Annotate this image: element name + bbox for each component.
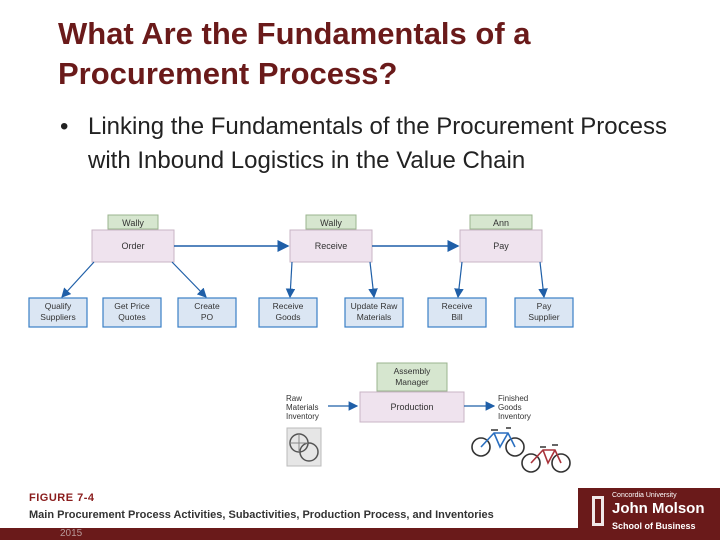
logo-school-subtitle: School of Business	[612, 521, 696, 531]
svg-text:Manager: Manager	[395, 377, 429, 387]
figure-label: FIGURE 7-4	[29, 492, 95, 504]
title-line-1: What Are the Fundamentals of a	[58, 16, 531, 51]
bicycle-icon	[471, 427, 571, 473]
svg-text:Goods: Goods	[275, 312, 300, 322]
step-label-receive: Receive	[315, 241, 348, 251]
svg-text:Materials: Materials	[357, 312, 391, 322]
slide-title: What Are the Fundamentals of a Procureme…	[58, 14, 698, 94]
step-box-pay: Pay	[459, 229, 543, 263]
svg-text:Assembly: Assembly	[394, 366, 432, 376]
bicycle-wheels-icon	[286, 427, 322, 467]
svg-text:Update Raw: Update Raw	[351, 301, 399, 311]
bullet-text: Linking the Fundamentals of the Procurem…	[88, 113, 667, 174]
step-label-order: Order	[121, 241, 144, 251]
svg-text:Create: Create	[194, 301, 220, 311]
role-box-3: Ann	[469, 214, 533, 230]
svg-text:Raw: Raw	[286, 394, 302, 403]
svg-text:Supplier: Supplier	[528, 312, 559, 322]
svg-text:Pay: Pay	[537, 301, 552, 311]
assembly-manager-box: Assembly Manager	[376, 362, 448, 392]
connector-lines	[61, 261, 548, 299]
sub-box-create-po: Create PO	[177, 297, 237, 328]
footer-bar	[0, 528, 720, 540]
title-line-2: Procurement Process?	[58, 56, 398, 91]
role-box-1: Wally	[107, 214, 159, 230]
logo-school-name: John Molson	[612, 500, 705, 517]
logo-university-name: Concordia University	[612, 492, 677, 499]
sub-box-qualify-suppliers: Qualify Suppliers	[28, 297, 88, 328]
role-box-2: Wally	[305, 214, 357, 230]
svg-text:Receive: Receive	[442, 301, 473, 311]
step-box-receive: Receive	[289, 229, 373, 263]
svg-text:Finished: Finished	[498, 394, 528, 403]
sub-box-get-price-quotes: Get Price Quotes	[102, 297, 162, 328]
svg-text:PO: PO	[201, 312, 214, 322]
sub-box-update-raw-materials: Update Raw Materials	[344, 297, 404, 328]
svg-text:Quotes: Quotes	[118, 312, 145, 322]
svg-text:Goods: Goods	[498, 403, 522, 412]
bullet-icon: •	[60, 113, 69, 140]
sub-box-pay-supplier: Pay Supplier	[514, 297, 574, 328]
svg-text:Qualify: Qualify	[45, 301, 72, 311]
svg-text:Materials: Materials	[286, 403, 318, 412]
university-logo: Concordia University John Molson School …	[578, 488, 720, 540]
svg-text:Suppliers: Suppliers	[40, 312, 75, 322]
figure-caption-box: FIGURE 7-4 Main Procurement Process Acti…	[25, 488, 577, 528]
footer-year: 2015	[60, 528, 83, 539]
svg-text:Inventory: Inventory	[286, 412, 319, 421]
step-label-pay: Pay	[493, 241, 509, 251]
finished-goods-label: Finished Goods Inventory	[498, 394, 531, 421]
bullet-item: • Linking the Fundamentals of the Procur…	[60, 110, 680, 178]
role-label-2: Wally	[320, 218, 342, 228]
svg-text:Get Price: Get Price	[114, 301, 150, 311]
svg-text:Bill: Bill	[451, 312, 462, 322]
svg-text:Production: Production	[390, 402, 433, 412]
step-box-order: Order	[91, 229, 175, 263]
role-label-1: Wally	[122, 218, 144, 228]
svg-text:Receive: Receive	[273, 301, 304, 311]
logo-mark-icon	[592, 496, 604, 526]
role-label-3: Ann	[493, 218, 509, 228]
figure-caption: Main Procurement Process Activities, Sub…	[29, 509, 494, 521]
production-box: Production	[359, 391, 465, 423]
sub-box-receive-bill: Receive Bill	[427, 297, 487, 328]
sub-box-receive-goods: Receive Goods	[258, 297, 318, 328]
svg-text:Inventory: Inventory	[498, 412, 531, 421]
raw-materials-label: Raw Materials Inventory	[286, 394, 319, 421]
